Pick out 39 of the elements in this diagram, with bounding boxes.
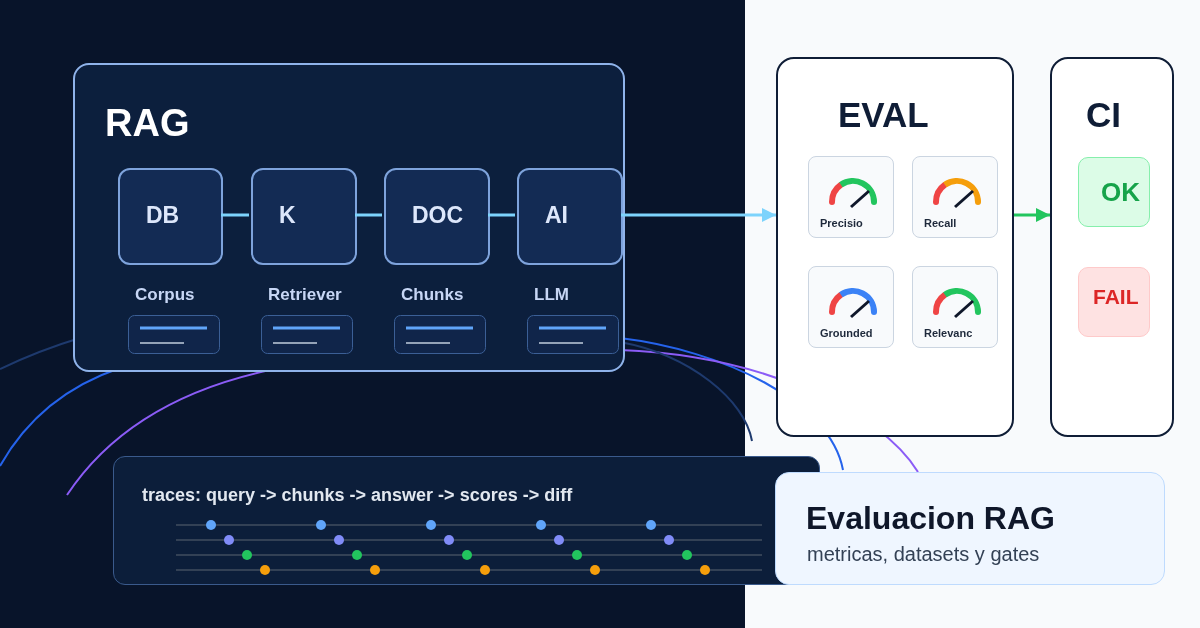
card-subtitle: metricas, datasets y gates: [807, 542, 1040, 566]
status-label: OK: [1101, 177, 1140, 207]
stage-panel: [776, 57, 1014, 437]
trace-heading: traces: query -> chunks -> answer -> scores -> diff: [142, 484, 573, 506]
metric-card: [808, 156, 894, 238]
process-box: [118, 168, 223, 265]
metric-label: Grounded: [820, 326, 873, 340]
connector-line: [355, 213, 382, 217]
status-tile: [1078, 267, 1150, 337]
process-box: [251, 168, 357, 265]
status-tile: [1078, 157, 1150, 227]
metric-card: [912, 156, 998, 238]
metric-label: Recall: [924, 216, 957, 230]
box-label: DB: [146, 200, 180, 229]
panel-title: EVAL: [838, 94, 929, 136]
arrow: [621, 208, 776, 222]
caption-label: Chunks: [401, 285, 464, 305]
panel-title: RAG: [105, 101, 190, 145]
status-label: FAIL: [1093, 284, 1139, 310]
process-box: [517, 168, 623, 265]
arrow: [1014, 208, 1050, 222]
box-label: K: [279, 200, 296, 229]
connector-line: [221, 213, 249, 217]
process-box: [384, 168, 490, 265]
box-label: DOC: [412, 200, 464, 229]
stage-panel: [1050, 57, 1174, 437]
connector-line: [488, 213, 515, 217]
caption-label: Retriever: [268, 285, 342, 305]
caption-label: LLM: [534, 285, 569, 305]
summary-card: [775, 472, 1165, 585]
card-title: Evaluacion RAG: [806, 499, 1055, 537]
metric-card: [808, 266, 894, 348]
metric-card: [912, 266, 998, 348]
metric-label: Relevanc: [924, 326, 973, 340]
container-panel: [73, 63, 625, 372]
metric-label: Precisio: [820, 216, 863, 230]
caption-label: Corpus: [135, 285, 195, 305]
panel-title: CI: [1086, 94, 1121, 136]
box-label: AI: [545, 200, 568, 229]
